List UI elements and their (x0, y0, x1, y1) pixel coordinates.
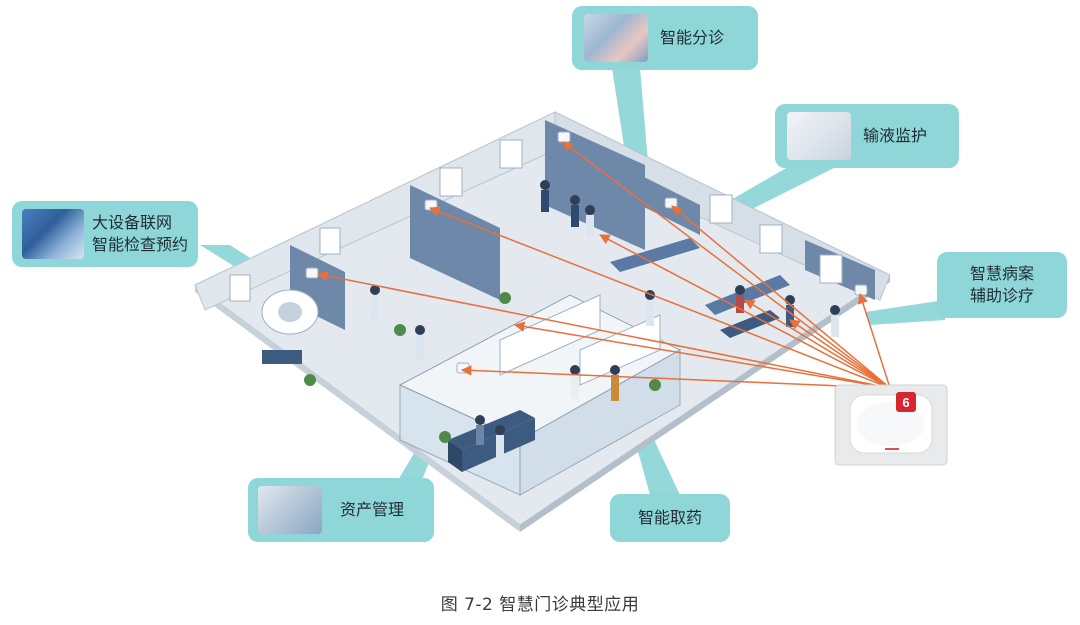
people (370, 180, 840, 463)
ap-device (854, 284, 868, 296)
callout-records-line1: 智慧病案 (969, 264, 1034, 283)
ap-device (557, 131, 571, 143)
window (499, 139, 523, 169)
glass-wall (519, 349, 681, 496)
window (229, 274, 251, 302)
window (439, 167, 463, 197)
callout-pharmacy-label: 智能取药 (637, 508, 702, 527)
signal-arrow (789, 319, 891, 389)
wifi-access-point: 6 (834, 384, 948, 466)
callout-infusion-label: 输液监护 (863, 126, 928, 145)
doctor-desk (720, 310, 780, 338)
assets-photo (258, 486, 322, 534)
signal-arrows (316, 141, 891, 389)
infusion-photo (787, 112, 851, 160)
callout-triage: 智能分诊 (572, 6, 758, 70)
mri-bore (278, 302, 302, 322)
ap-device (305, 267, 319, 279)
callout-records: 智慧病案 辅助诊疗 (937, 252, 1067, 318)
signal-arrow (316, 270, 891, 389)
ap-device (456, 362, 470, 374)
callout-records-line2: 辅助诊疗 (969, 286, 1034, 305)
waiting-seats (705, 275, 790, 315)
pointer-records (865, 300, 945, 325)
triage-photo (584, 14, 648, 62)
ap-device (664, 197, 678, 209)
callout-triage-label: 智能分诊 (660, 28, 725, 47)
callout-assets: 资产管理 (248, 478, 434, 542)
floor-front-edge-left (195, 285, 520, 532)
signal-arrow (513, 321, 891, 389)
plants (304, 292, 661, 443)
callout-assets-label: 资产管理 (340, 500, 405, 519)
waiting-seats (610, 238, 700, 272)
partition-wall (545, 120, 645, 250)
signal-arrow (429, 206, 891, 389)
window (819, 254, 843, 284)
equipment-photo (22, 209, 84, 259)
reception-desk-front (448, 440, 462, 472)
callout-infusion: 输液监护 (775, 104, 959, 168)
callout-equipment: 大设备联网 智能检查预约 (12, 201, 198, 267)
signal-arrow (744, 299, 891, 389)
window (319, 227, 341, 255)
control-desk (262, 350, 302, 364)
wifi6-badge (896, 392, 916, 412)
window (709, 194, 733, 224)
reception-desk (448, 410, 535, 450)
windows (229, 139, 843, 302)
window (759, 224, 783, 254)
callout-equipment-line2: 智能检查预约 (92, 235, 189, 254)
signal-arrow (599, 234, 891, 389)
signal-arrow (671, 205, 891, 389)
wifi6-badge-label: 6 (902, 395, 909, 410)
signal-arrow (857, 292, 891, 389)
callout-equipment-line1: 大设备联网 (92, 213, 173, 232)
signal-arrow (562, 141, 891, 389)
figure-caption: 图 7-2 智慧门诊典型应用 (440, 595, 640, 615)
callout-pharmacy: 智能取药 (610, 494, 730, 542)
signal-arrow (460, 365, 891, 389)
